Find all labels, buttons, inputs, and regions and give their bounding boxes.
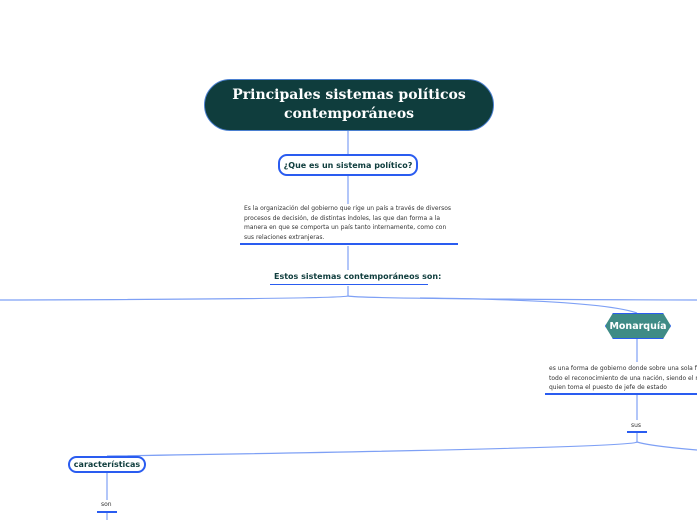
definition-line: quien toma el puesto de jefe de estado [549,384,667,391]
sus-underline [627,431,647,433]
son-underline [97,511,117,513]
definition-line: es una forma de gobierno donde sobre una… [549,365,697,372]
monarquia-definition[interactable]: es una forma de gobierno donde sobre una… [549,364,697,393]
caracteristicas-node[interactable]: características [68,456,146,473]
systems-heading[interactable]: Estos sistemas contemporáneos son: [274,272,442,281]
question-node[interactable]: ¿Que es un sistema político? [278,154,418,176]
monarquia-node[interactable]: Monarquía [605,313,671,339]
monarquia-underline [545,393,697,395]
definition-underline [240,243,458,245]
definition-line: todo el reconocimiento de una nación, si… [549,374,697,382]
central-topic[interactable]: Principales sistemas políticos contempor… [204,79,494,131]
heading-underline [270,284,428,285]
sus-connector[interactable]: sus [631,422,642,429]
definition-text[interactable]: Es la organización del gobierno que rige… [244,205,452,241]
son-connector[interactable]: son [101,501,112,508]
